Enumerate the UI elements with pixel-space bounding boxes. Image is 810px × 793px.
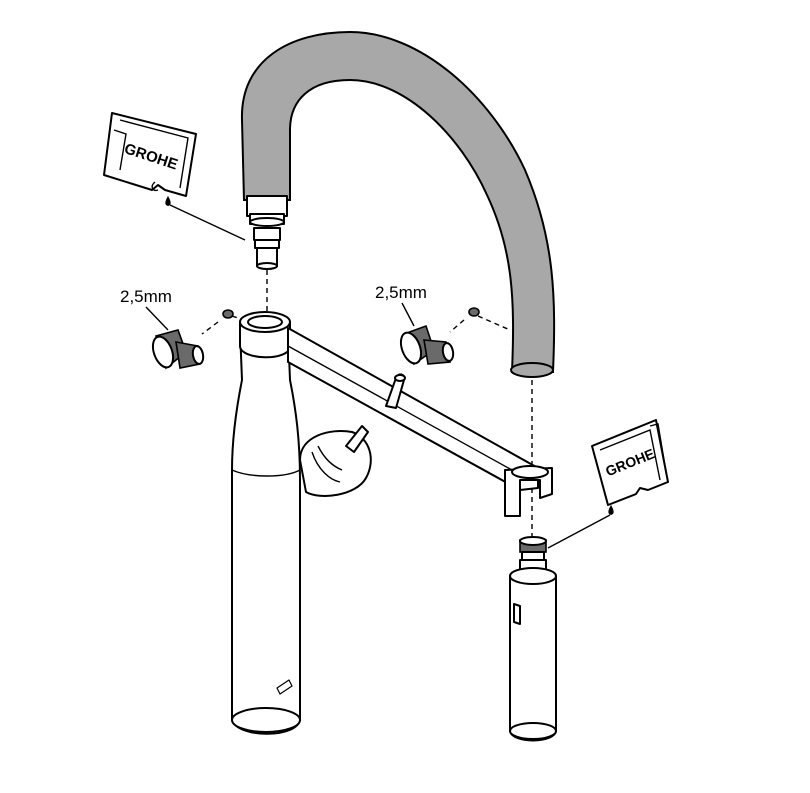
set-screw-left bbox=[222, 309, 234, 319]
hex-key-label-right: 2,5mm bbox=[375, 283, 427, 302]
screw-line-right bbox=[477, 315, 511, 331]
grease-line-top bbox=[169, 204, 246, 241]
grease-line-bottom bbox=[547, 514, 611, 549]
plug-right bbox=[399, 324, 455, 366]
set-screw-right bbox=[468, 307, 480, 317]
leader-line-right bbox=[401, 302, 415, 327]
lever-handle bbox=[299, 373, 406, 497]
spray-head bbox=[509, 536, 557, 742]
grease-packet-top: GROHE bbox=[103, 112, 197, 206]
swivel-arm bbox=[287, 327, 553, 517]
faucet-body bbox=[231, 311, 301, 735]
grease-packet-bottom: GROHE bbox=[591, 419, 669, 515]
hose-nipple bbox=[253, 227, 281, 270]
spout-hose bbox=[240, 30, 556, 378]
plug-left bbox=[151, 329, 205, 370]
leader-line-left bbox=[145, 306, 169, 331]
hex-key-label-left: 2,5mm bbox=[120, 287, 172, 306]
